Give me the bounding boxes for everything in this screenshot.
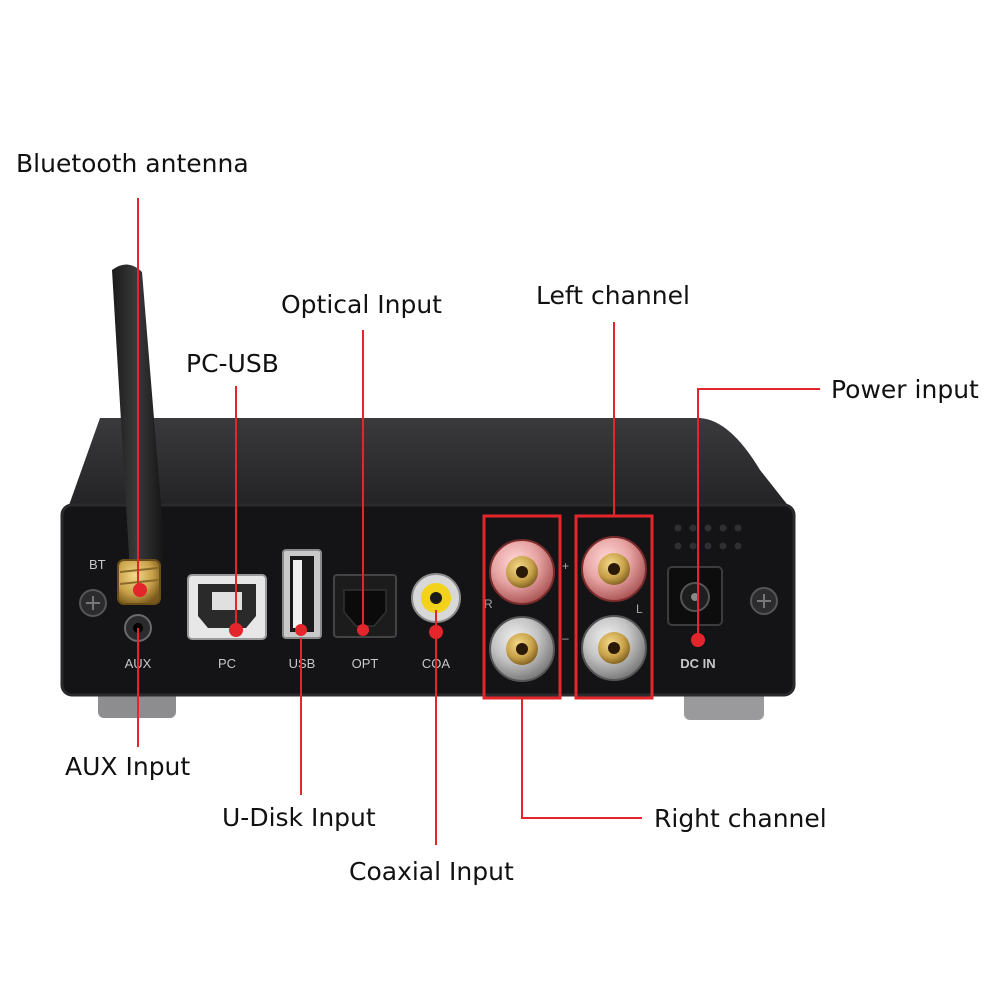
screw-right [750, 587, 778, 615]
panel-label-minus: – [562, 631, 569, 645]
chassis-top [68, 418, 790, 508]
coaxial-port [411, 573, 461, 623]
leader-lines [137, 198, 820, 845]
leader-right-channel [521, 698, 642, 819]
screw-left [79, 589, 107, 617]
label-bluetooth-antenna: Bluetooth antenna [16, 149, 249, 178]
label-u-disk-input: U-Disk Input [222, 803, 376, 832]
callout-labels: Bluetooth antenna PC-USB Optical Input L… [16, 149, 979, 886]
panel-label-pc: PC [218, 656, 236, 671]
dot-usb [295, 624, 307, 636]
usb-a-port [282, 549, 322, 639]
dot-coaxial [429, 625, 443, 639]
leader-power [697, 388, 820, 640]
panel-label-bt: BT [89, 557, 106, 572]
panel-label-opt: OPT [352, 656, 379, 671]
label-right-channel: Right channel [654, 804, 827, 833]
dot-power [691, 633, 705, 647]
label-power-input: Power input [831, 375, 979, 404]
panel-label-l: L [636, 602, 643, 616]
dc-in-jack [667, 566, 723, 626]
label-left-channel: Left channel [536, 281, 690, 310]
label-coaxial-input: Coaxial Input [349, 857, 514, 886]
right-negative-post [489, 616, 555, 682]
panel-label-plus: + [562, 559, 569, 573]
pc-usb-port [187, 574, 267, 640]
panel-label-r: R [484, 597, 493, 611]
panel-label-dc-in: DC IN [680, 656, 715, 671]
optical-port [333, 574, 397, 638]
left-positive-post [581, 536, 647, 602]
dot-bluetooth [133, 583, 147, 597]
label-pc-usb: PC-USB [186, 349, 279, 378]
label-optical-input: Optical Input [281, 290, 442, 319]
dot-optical [357, 624, 369, 636]
vent-grille [674, 524, 742, 550]
left-negative-post [581, 615, 647, 681]
right-channel-terminals [489, 539, 555, 682]
label-aux-input: AUX Input [65, 752, 190, 781]
leader-dots [133, 583, 705, 647]
right-positive-post [489, 539, 555, 605]
left-channel-terminals [581, 536, 647, 681]
dot-pc-usb [229, 623, 243, 637]
